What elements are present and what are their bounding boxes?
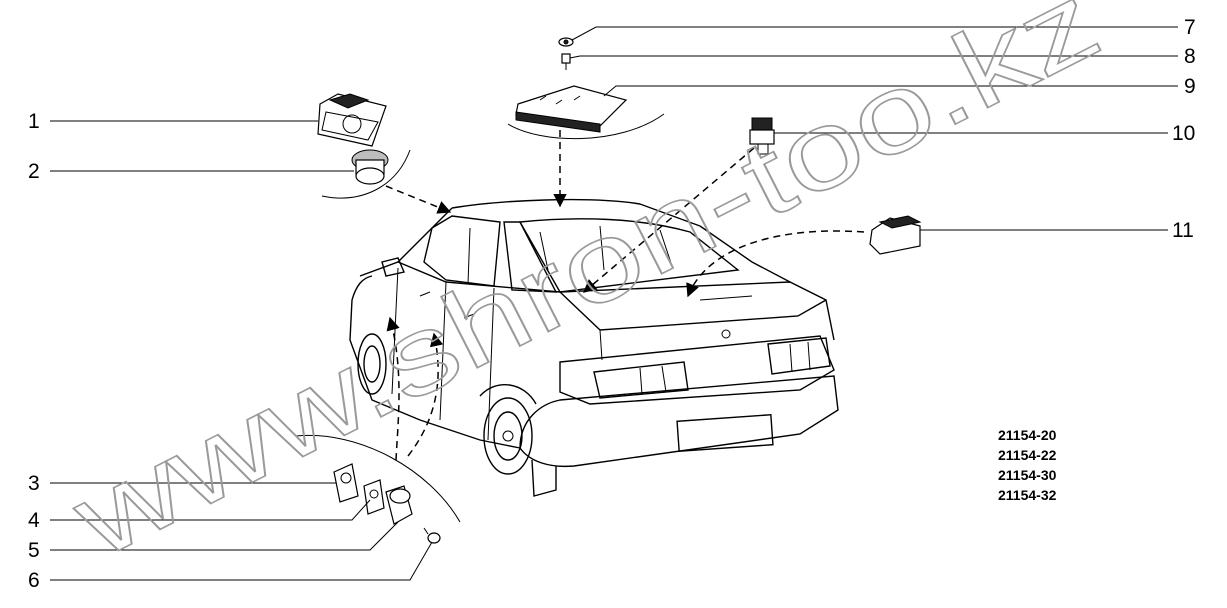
part-5-door-switch [385, 485, 413, 525]
callout-8: 8 [1184, 45, 1196, 68]
callout-6: 6 [28, 569, 40, 592]
model-codes: 21154-20 21154-22 21154-30 21154-32 [998, 427, 1057, 503]
part-6-screw [423, 527, 441, 544]
callout-9: 9 [1184, 75, 1196, 98]
part-11-plate-lamp [869, 215, 922, 255]
callout-4: 4 [28, 509, 40, 532]
callout-labels: 1 2 3 4 5 6 7 8 9 10 11 [28, 16, 1196, 592]
model-code: 21154-30 [998, 467, 1057, 483]
part-8-screw [561, 53, 571, 70]
model-code: 21154-20 [998, 427, 1057, 443]
model-code: 21154-22 [998, 447, 1057, 463]
callout-2: 2 [28, 160, 40, 183]
part-1-lamp-housing [317, 93, 387, 147]
assembly-arrows [295, 113, 865, 523]
callout-5: 5 [28, 539, 40, 562]
callout-10: 10 [1172, 122, 1195, 145]
part-10-switch [749, 117, 775, 155]
watermark: www.shron-too.kz [54, 0, 1118, 582]
part-3-bracket [333, 463, 359, 503]
part-7-nut [558, 37, 574, 47]
part-2-bulb-socket [351, 149, 389, 185]
callout-11: 11 [1172, 219, 1194, 242]
car-illustration [349, 198, 839, 497]
callout-7: 7 [1184, 16, 1196, 39]
callout-3: 3 [28, 472, 40, 495]
part-9-brake-lamp [515, 85, 628, 133]
callout-1: 1 [28, 110, 40, 133]
leader-lines [50, 26, 1178, 581]
model-code: 21154-32 [998, 487, 1057, 503]
part-4-gasket [363, 479, 385, 515]
